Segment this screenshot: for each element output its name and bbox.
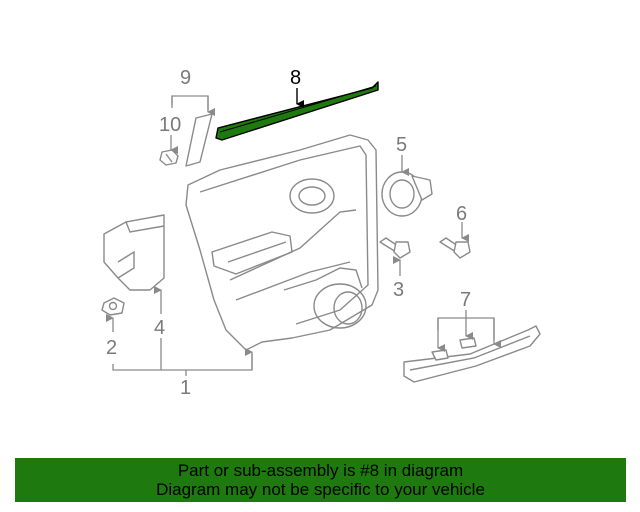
part-7-lower-molding[interactable] xyxy=(403,325,541,383)
callout-10: 10 xyxy=(159,114,181,136)
part-5-speaker-grille[interactable] xyxy=(381,171,433,217)
part-10-clip[interactable] xyxy=(159,149,179,166)
part-2-clip[interactable] xyxy=(101,297,125,316)
part-6-screw[interactable] xyxy=(439,237,471,259)
part-4-bracket[interactable] xyxy=(103,214,165,291)
callout-7: 7 xyxy=(460,289,471,311)
part-1-door-trim-panel[interactable] xyxy=(185,134,379,351)
callout-9: 9 xyxy=(180,67,191,89)
callout-6: 6 xyxy=(456,203,467,225)
callout-1: 1 xyxy=(180,377,191,399)
callout-8: 8 xyxy=(290,67,301,89)
callout-3: 3 xyxy=(393,279,404,301)
callout-5: 5 xyxy=(396,134,407,156)
part-8-belt-molding[interactable] xyxy=(215,81,379,141)
banner-line-1: Part or sub-assembly is #8 in diagram xyxy=(177,461,464,480)
part-9-trim-piece[interactable] xyxy=(185,113,213,167)
banner-line-2: Diagram may not be specific to your vehi… xyxy=(156,480,485,499)
callout-2: 2 xyxy=(106,337,117,359)
part-3-screw[interactable] xyxy=(379,237,411,259)
info-banner: Part or sub-assembly is #8 in diagram Di… xyxy=(15,458,626,502)
parts-diagram: 8 9 10 5 6 3 4 2 1 7 xyxy=(101,67,541,399)
callout-4: 4 xyxy=(154,317,165,339)
leader-lines xyxy=(106,88,501,376)
